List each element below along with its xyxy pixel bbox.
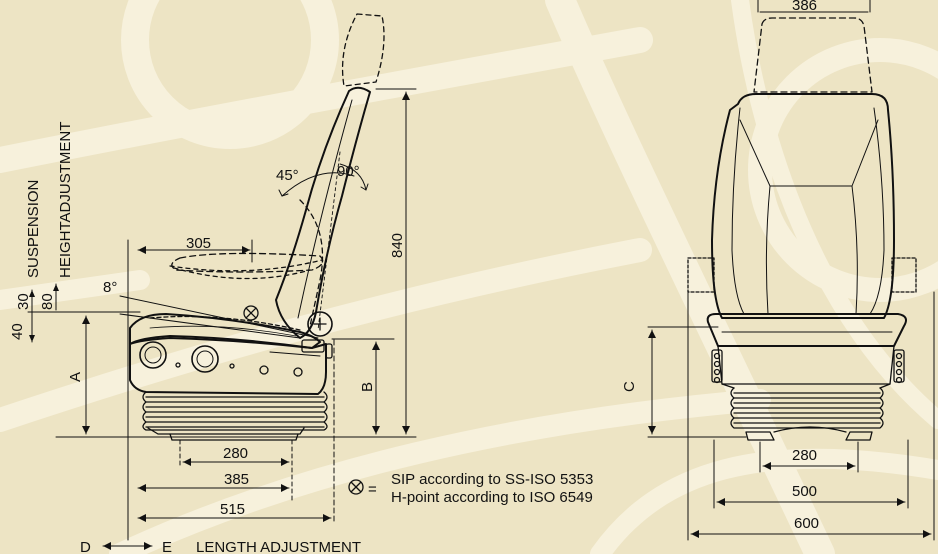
front-suspension-bellows bbox=[721, 383, 891, 429]
backrest-outline bbox=[275, 86, 371, 339]
legend-equals: = bbox=[368, 481, 377, 498]
dim-600: 600 bbox=[794, 515, 819, 532]
dim-b: B bbox=[359, 382, 376, 392]
front-backrest-outline bbox=[711, 93, 895, 319]
dim-280-front: 280 bbox=[792, 447, 817, 464]
legend-sip-icon bbox=[348, 479, 364, 495]
seat-cushion-outline bbox=[129, 313, 321, 349]
suspension-label: SUSPENSION bbox=[25, 180, 42, 278]
sip-marker-icon bbox=[243, 305, 259, 321]
dim-500: 500 bbox=[792, 483, 817, 500]
suspension-bellows bbox=[142, 391, 328, 431]
headrest-dashed-outline bbox=[341, 13, 385, 87]
dim-a: A bbox=[67, 372, 84, 382]
height-adjustment-label: HEIGHTADJUSTMENT bbox=[57, 122, 74, 278]
front-side-buttons bbox=[711, 349, 905, 384]
dim-80: 80 bbox=[39, 293, 56, 310]
dim-8-degrees: 8° bbox=[103, 279, 117, 296]
dim-840: 840 bbox=[389, 233, 406, 258]
length-e-label: E bbox=[162, 539, 172, 554]
dim-515: 515 bbox=[220, 501, 245, 518]
dim-386: 386 bbox=[792, 0, 817, 14]
dim-280-side: 280 bbox=[223, 445, 248, 462]
backrest-recline-dashed bbox=[299, 199, 324, 327]
legend-line-1: SIP according to SS-ISO 5353 bbox=[391, 471, 593, 488]
dim-90-degrees: 90° bbox=[337, 163, 360, 180]
seat-base-outline bbox=[129, 337, 327, 395]
dim-c: C bbox=[621, 381, 638, 392]
dim-45-degrees: 45° bbox=[276, 167, 299, 184]
dim-30: 30 bbox=[15, 293, 32, 310]
armrest-dashed-outline bbox=[171, 252, 324, 273]
h-point-knob bbox=[307, 311, 333, 337]
length-d-label: D bbox=[80, 539, 91, 554]
front-headrest-dashed bbox=[753, 17, 873, 93]
side-view bbox=[27, 13, 417, 550]
dim-305: 305 bbox=[186, 235, 211, 252]
dim-385: 385 bbox=[224, 471, 249, 488]
legend-line-2: H-point according to ISO 6549 bbox=[391, 489, 593, 506]
front-cushion-outline bbox=[706, 313, 907, 347]
dim-40: 40 bbox=[9, 323, 26, 340]
front-view bbox=[647, 0, 935, 541]
length-adjustment-label: LENGTH ADJUSTMENT bbox=[196, 539, 361, 554]
